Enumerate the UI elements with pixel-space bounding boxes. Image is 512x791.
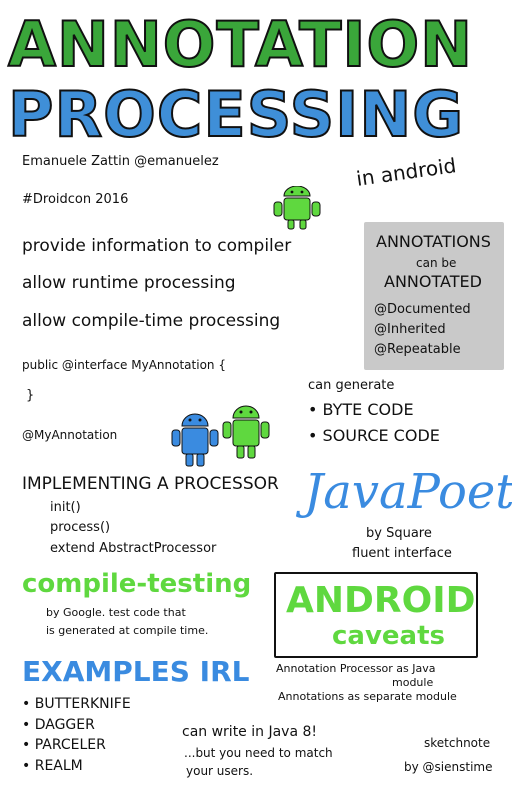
intro-item: provide information to compiler — [22, 236, 292, 256]
title-line-1: ANNOTATION — [7, 8, 474, 81]
annotated-heading-3: ANNOTATED — [384, 272, 482, 291]
list-item: BUTTERKNIFE — [22, 696, 182, 714]
generate-item: SOURCE CODE — [308, 426, 504, 446]
intro-item: allow runtime processing — [22, 273, 236, 294]
credit-line-1: sketchnote — [424, 736, 491, 750]
android-robot-icon — [273, 186, 321, 230]
compile-testing-desc-1: by Google. test code that — [46, 606, 186, 619]
annotated-heading-2: can be — [416, 256, 457, 270]
android-robot-icon — [171, 413, 219, 467]
annotated-item: @Repeatable — [374, 342, 461, 357]
javapoet-by: by Square — [366, 526, 432, 541]
java8-line-2: ...but you need to match — [184, 746, 333, 760]
annotated-item: @Documented — [374, 302, 471, 317]
generate-item: BYTE CODE — [308, 400, 504, 420]
intro-list: provide information to compiler allow ru… — [22, 236, 352, 332]
javapoet-logo: JavaPoet — [304, 464, 512, 520]
java8-line-3: your users. — [186, 764, 254, 778]
author-name: Emanuele Zattin @emanuelez — [22, 154, 219, 169]
credit-line-2: by @sienstime — [404, 760, 493, 774]
list-item: REALM — [22, 758, 182, 776]
implementing-item: process() — [50, 520, 111, 536]
annotated-heading-1: ANNOTATIONS — [376, 232, 491, 251]
implementing-heading: IMPLEMENTING A PROCESSOR — [22, 474, 279, 494]
title-line-2: PROCESSING — [7, 78, 465, 151]
compile-testing-title: compile-testing — [22, 569, 252, 599]
list-item: DAGGER — [22, 717, 182, 735]
interface-decl: public @interface MyAnnotation { — [22, 358, 226, 372]
examples-heading: EXAMPLES IRL — [22, 655, 250, 688]
examples-list: BUTTERKNIFE DAGGER PARCELER REALM — [22, 696, 182, 778]
android-caveats-title: ANDROID — [286, 580, 476, 621]
intro-item: allow compile-time processing — [22, 310, 281, 331]
interface-close: } — [26, 388, 35, 403]
annotated-item: @Inherited — [374, 322, 446, 337]
implementing-item: extend AbstractProcessor — [50, 540, 217, 556]
android-note-2: module — [392, 676, 434, 689]
android-robot-icon — [222, 405, 270, 459]
android-note-3: Annotations as separate module — [278, 690, 457, 703]
subtitle: in android — [354, 153, 458, 191]
java8-line-1: can write in Java 8! — [182, 724, 318, 740]
implementing-item: init() — [50, 500, 81, 515]
generate-section: can generate BYTE CODE SOURCE CODE — [308, 378, 504, 446]
android-caveats-box: ANDROID caveats — [274, 572, 478, 658]
interface-usage: @MyAnnotation — [22, 428, 118, 442]
android-caveats-sub: caveats — [332, 621, 445, 651]
generate-heading: can generate — [308, 378, 395, 393]
implementing-list: init() process() extend AbstractProcesso… — [50, 500, 290, 557]
list-item: PARCELER — [22, 737, 182, 755]
compile-testing-desc-2: is generated at compile time. — [46, 624, 209, 637]
annotated-box: ANNOTATIONS can be ANNOTATED @Documented… — [364, 222, 504, 370]
javapoet-desc: fluent interface — [352, 546, 452, 561]
event-tag: #Droidcon 2016 — [22, 192, 129, 207]
android-note-1: Annotation Processor as Java — [276, 662, 436, 675]
